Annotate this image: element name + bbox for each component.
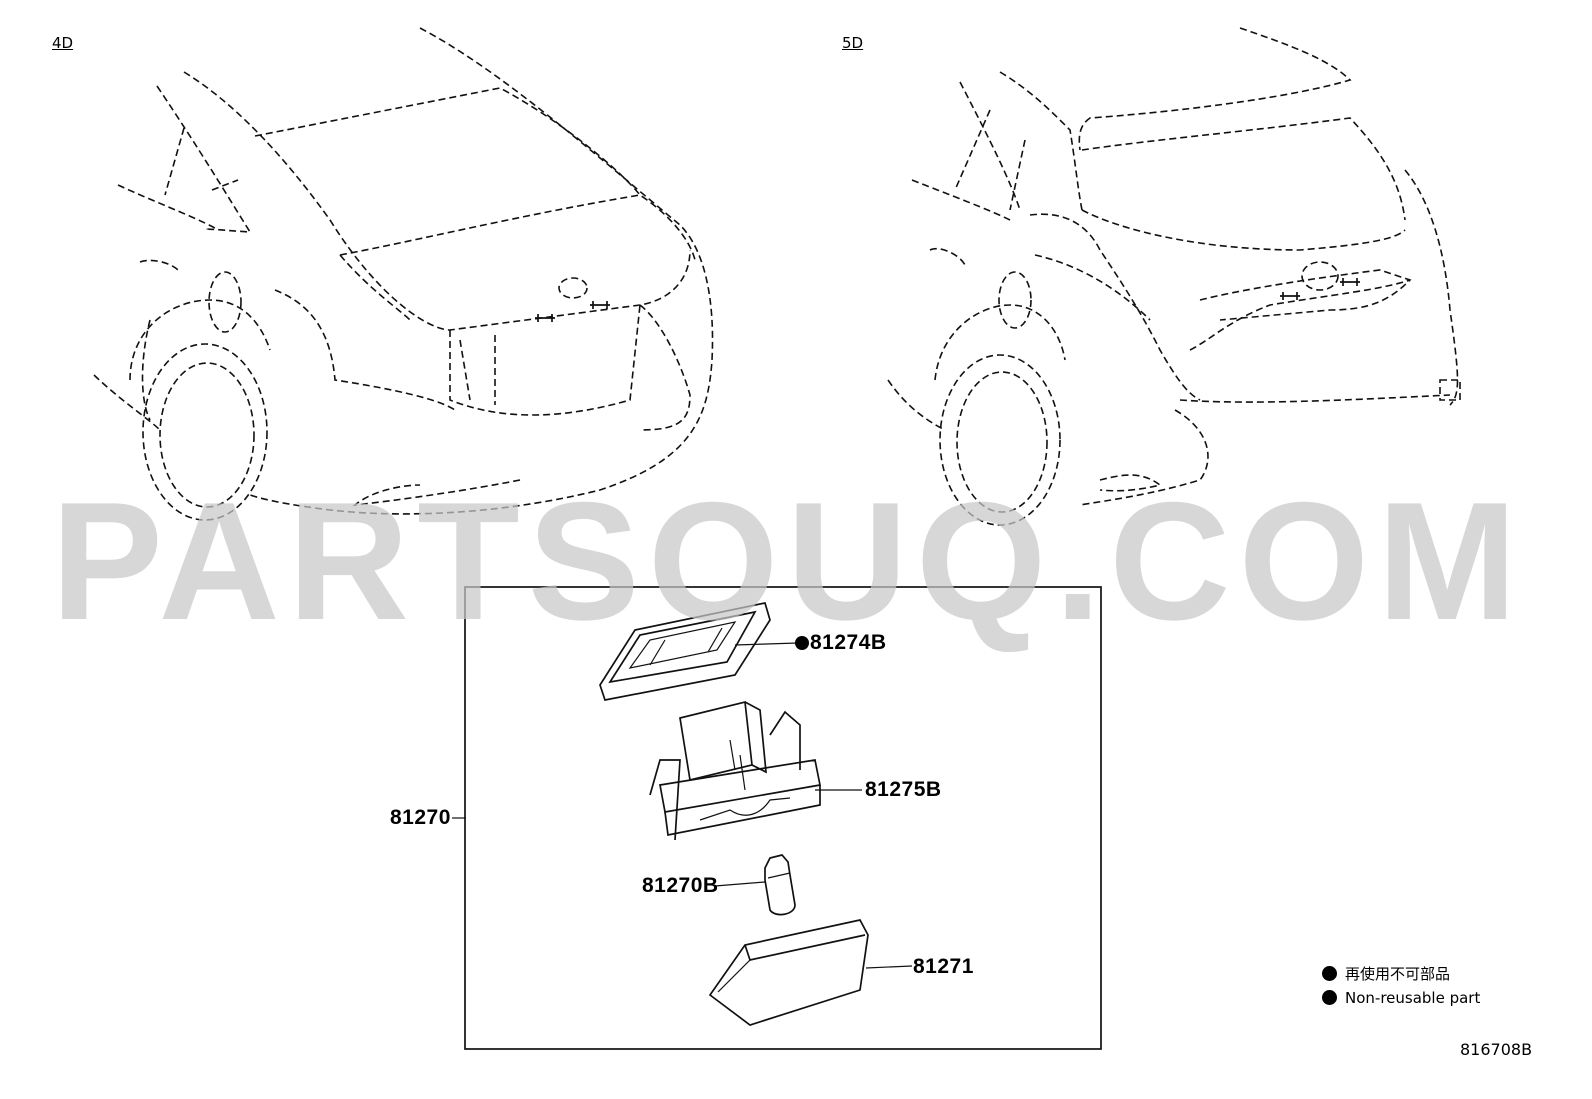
non-reusable-marker bbox=[795, 636, 809, 650]
lens-leader bbox=[865, 965, 913, 969]
part-number-81274B[interactable]: 81274B bbox=[810, 631, 887, 654]
bulb-leader bbox=[714, 881, 766, 887]
hatch-view-label: 5D bbox=[842, 34, 864, 52]
watermark-text: PARTSOUQ.COM bbox=[50, 467, 1526, 655]
legend-en-text: Non-reusable part bbox=[1345, 989, 1481, 1007]
lens-drawing bbox=[708, 919, 869, 1026]
legend-jp: 再使用不可部品 bbox=[1322, 963, 1450, 984]
legend-en: Non-reusable part bbox=[1322, 989, 1480, 1007]
figure-id: 816708B bbox=[1460, 1040, 1533, 1059]
gasket-drawing bbox=[599, 602, 771, 701]
gasket-leader bbox=[734, 642, 799, 646]
hatchback-rear-view bbox=[887, 27, 1461, 526]
sedan-view-label: 4D bbox=[52, 34, 74, 52]
part-number-81270B[interactable]: 81270B bbox=[642, 874, 719, 897]
bullet-icon bbox=[1322, 990, 1337, 1005]
legend-jp-text: 再使用不可部品 bbox=[1345, 965, 1451, 983]
housing-drawing bbox=[649, 700, 822, 841]
sedan-rear-view bbox=[93, 27, 714, 521]
part-number-81275B[interactable]: 81275B bbox=[865, 778, 942, 801]
bulb-drawing bbox=[764, 854, 796, 916]
bullet-icon bbox=[1322, 966, 1337, 981]
part-number-81271[interactable]: 81271 bbox=[913, 955, 974, 978]
part-number-81270[interactable]: 81270 bbox=[390, 806, 451, 829]
